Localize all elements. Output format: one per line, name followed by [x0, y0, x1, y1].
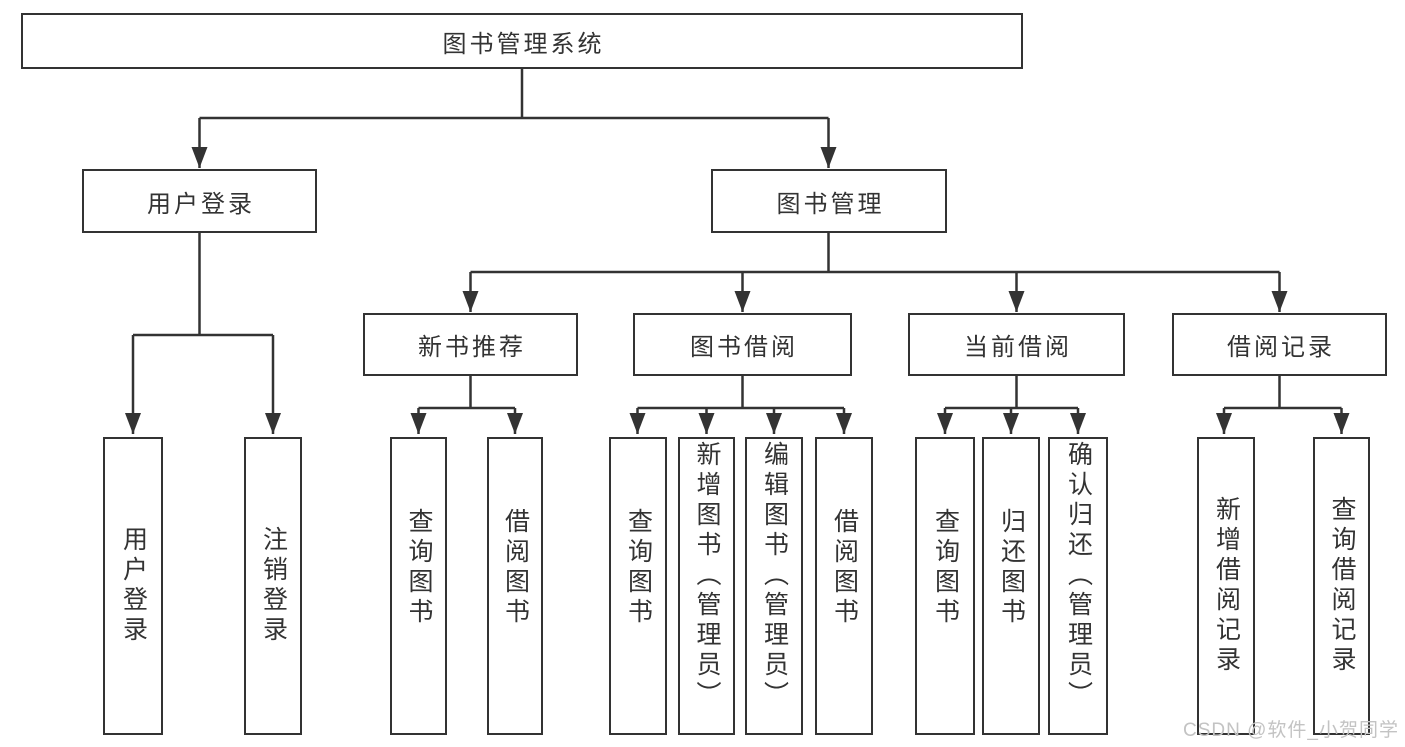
leaf-label: 确认归还（管理员） [1064, 441, 1093, 711]
leaf-add-book-admin: 新增图书（管理员） [678, 437, 735, 735]
leaf-recommend-borrow-book: 借阅图书 [487, 437, 543, 735]
node-label: 当前借阅 [964, 334, 1072, 361]
leaf-label: 查询借阅记录 [1328, 496, 1356, 676]
node-label: 图书管理 [776, 190, 885, 218]
node-current-borrow: 当前借阅 [908, 313, 1125, 376]
node-label: 新书推荐 [418, 334, 526, 361]
leaf-label: 归还图书 [997, 508, 1026, 628]
csdn-watermark: CSDN @软件_小贺同学 [1183, 720, 1399, 741]
node-book-borrow: 图书借阅 [633, 313, 852, 376]
leaf-label: 借阅图书 [501, 508, 530, 628]
leaf-add-borrow-record: 新增借阅记录 [1197, 437, 1255, 735]
node-label: 图书借阅 [690, 334, 798, 361]
leaf-label: 新增借阅记录 [1212, 496, 1241, 676]
node-label: 借阅记录 [1227, 334, 1335, 361]
leaf-logout: 注销登录 [244, 437, 302, 735]
node-user-login: 用户登录 [82, 169, 317, 233]
node-book-management: 图书管理 [711, 169, 947, 233]
node-label: 图书管理系统 [442, 30, 605, 58]
node-label: 用户登录 [147, 190, 255, 218]
leaf-label: 用户登录 [119, 526, 148, 646]
leaf-recommend-query-book: 查询图书 [390, 437, 447, 735]
node-new-book-recommend: 新书推荐 [363, 313, 578, 376]
leaf-label: 查询图书 [931, 508, 960, 628]
leaf-confirm-return-admin: 确认归还（管理员） [1048, 437, 1108, 735]
node-library-management-system: 图书管理系统 [21, 13, 1023, 69]
leaf-current-query-book: 查询图书 [915, 437, 975, 735]
leaf-borrow-query-book: 查询图书 [609, 437, 667, 735]
leaf-label: 查询图书 [405, 508, 433, 628]
leaf-edit-book-admin: 编辑图书（管理员） [745, 437, 803, 735]
leaf-label: 新增图书（管理员） [693, 441, 721, 711]
connector-lines [125, 67, 1350, 434]
leaf-query-borrow-record: 查询借阅记录 [1313, 437, 1370, 735]
leaf-return-book: 归还图书 [982, 437, 1040, 735]
leaf-label: 注销登录 [259, 526, 288, 646]
leaf-borrow-borrow-book: 借阅图书 [815, 437, 873, 735]
leaf-user-login: 用户登录 [103, 437, 163, 735]
leaf-label: 借阅图书 [830, 508, 859, 628]
node-borrow-record: 借阅记录 [1172, 313, 1387, 376]
leaf-label: 编辑图书（管理员） [760, 441, 789, 711]
leaf-label: 查询图书 [624, 508, 653, 628]
